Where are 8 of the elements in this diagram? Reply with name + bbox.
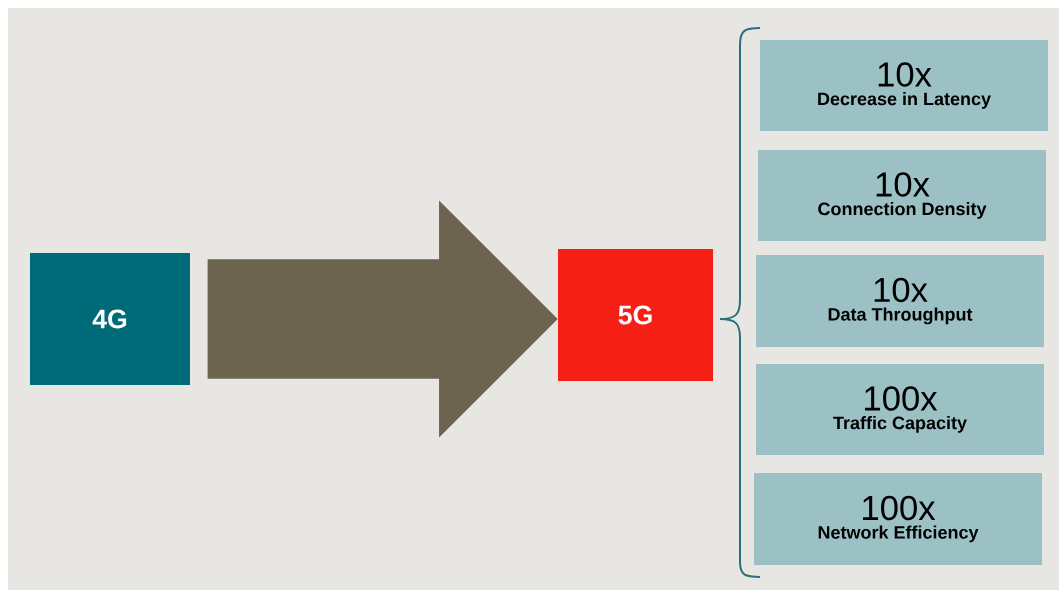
metric-box: 100x Traffic Capacity [756,364,1044,455]
generation-box: 4G [30,253,190,385]
metric-box: 100x Network Efficiency [754,473,1042,565]
metric-box: 10x Data Throughput [756,255,1044,347]
block-arrow [207,200,558,438]
metric-box: 10x Decrease in Latency [760,40,1048,131]
metric-box: 10x Connection Density [758,150,1046,241]
generation-box: 5G [558,249,713,381]
